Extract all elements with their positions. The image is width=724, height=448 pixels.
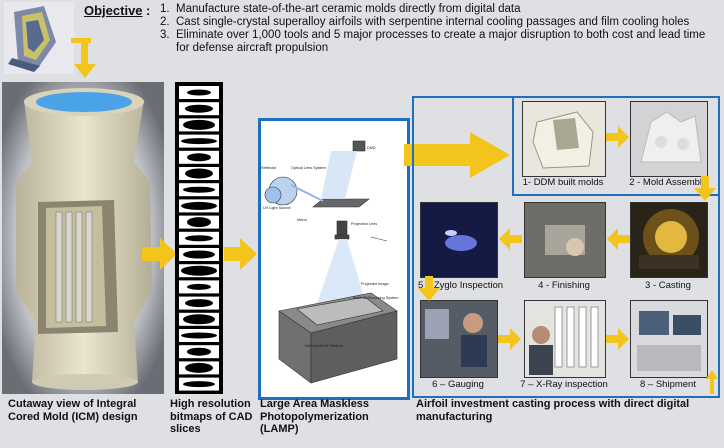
cad-slice xyxy=(179,296,219,310)
turbine-blade-thumbnail xyxy=(4,2,74,74)
lamp-label-material-recoating: Material Recoating System xyxy=(353,296,398,300)
step-label: 3 - Casting xyxy=(645,280,691,291)
cad-slice xyxy=(179,231,219,245)
step-label: 7 – X-Ray inspection xyxy=(520,379,608,390)
cad-slice xyxy=(179,86,219,99)
right-arrow-icon xyxy=(404,132,510,178)
icm-cutaway-image xyxy=(2,82,164,394)
objective-item-1: 1.Manufacture state-of-the-art ceramic m… xyxy=(160,3,521,15)
lamp-label-projected-image: Projected Image xyxy=(361,282,389,286)
objective-label: Objective xyxy=(84,3,143,18)
lamp-label-uv-source: UV Light Source xyxy=(263,206,291,210)
cad-slice xyxy=(179,215,219,229)
cad-slice xyxy=(179,280,219,294)
lamp-label-projection-lens: Projection Lens xyxy=(351,222,377,226)
cad-slice xyxy=(179,118,219,132)
step-photo-ddm-molds xyxy=(522,101,606,177)
step-photo-shipment xyxy=(630,300,708,378)
caption-icm: Cutaway view of Integral Cored Mold (ICM… xyxy=(8,398,138,423)
step-photo-mold-assembly xyxy=(630,101,708,177)
cad-slice xyxy=(179,102,219,116)
objective-colon: : xyxy=(146,3,151,18)
cad-slice xyxy=(179,361,219,375)
cad-slice xyxy=(179,167,219,180)
objective-item-2: 2.Cast single-crystal superalloy airfoil… xyxy=(160,16,690,28)
lamp-label-mirror: Mirror xyxy=(297,218,308,222)
down-arrow-icon xyxy=(71,38,96,78)
caption-bitmaps: High resolution bitmaps of CAD slices xyxy=(170,398,253,435)
objective-item-3: 3.Eliminate over 1,000 tools and 5 major… xyxy=(160,29,706,54)
right-arrow-icon xyxy=(498,328,521,350)
step-photo-zyglo-inspection xyxy=(420,202,498,278)
objective-list: 1.Manufacture state-of-the-art ceramic m… xyxy=(160,3,720,55)
lamp-label-build-platform: Material Build Platform xyxy=(305,344,343,348)
lamp-label-optical-lens: Optical Lens System xyxy=(291,166,326,170)
cad-slice xyxy=(179,345,219,359)
step-photo-casting xyxy=(630,202,708,278)
caption-lamp: Large Area Maskless Photopolymerization … xyxy=(260,398,370,435)
right-arrow-icon xyxy=(142,238,177,270)
step-label: 6 – Gauging xyxy=(432,379,484,390)
right-arrow-icon xyxy=(606,126,629,148)
cad-slice xyxy=(179,248,219,261)
cad-slice xyxy=(179,377,219,391)
lamp-label-dmd: DMD xyxy=(367,146,376,150)
left-arrow-icon xyxy=(607,228,630,250)
cad-slice xyxy=(179,312,219,326)
right-arrow-icon xyxy=(606,328,629,350)
up-arrow-icon xyxy=(706,370,718,394)
cad-slice xyxy=(179,183,219,197)
right-arrow-icon xyxy=(224,238,257,270)
step-label: 8 – Shipment xyxy=(640,379,696,390)
cad-slice xyxy=(179,329,219,342)
cad-slice xyxy=(179,199,219,213)
cad-slice xyxy=(179,264,219,278)
down-arrow-icon xyxy=(694,176,716,201)
casting-process-inner-frame xyxy=(512,98,718,196)
cad-slice-bitmaps xyxy=(175,82,223,394)
step-photo-xray-inspection xyxy=(524,300,606,378)
step-label: 5 – Zyglo Inspection xyxy=(418,280,504,291)
left-arrow-icon xyxy=(499,228,522,250)
step-photo-finishing xyxy=(524,202,606,278)
down-arrow-icon xyxy=(418,276,440,301)
step-label: 4 - Finishing xyxy=(538,280,590,291)
step-label: 2 - Mold Assembly xyxy=(629,177,707,188)
step-photo-gauging xyxy=(420,300,498,378)
step-label: 1- DDM built molds xyxy=(522,177,604,188)
lamp-label-reflector: Reflector xyxy=(261,166,277,170)
cad-slice xyxy=(179,134,219,148)
caption-casting: Airfoil investment casting process with … xyxy=(416,398,690,423)
cad-slice xyxy=(179,150,219,164)
lamp-diagram-frame: DMD Reflector Optical Lens System UV Lig… xyxy=(258,118,410,400)
casting-process-frame xyxy=(412,96,720,398)
